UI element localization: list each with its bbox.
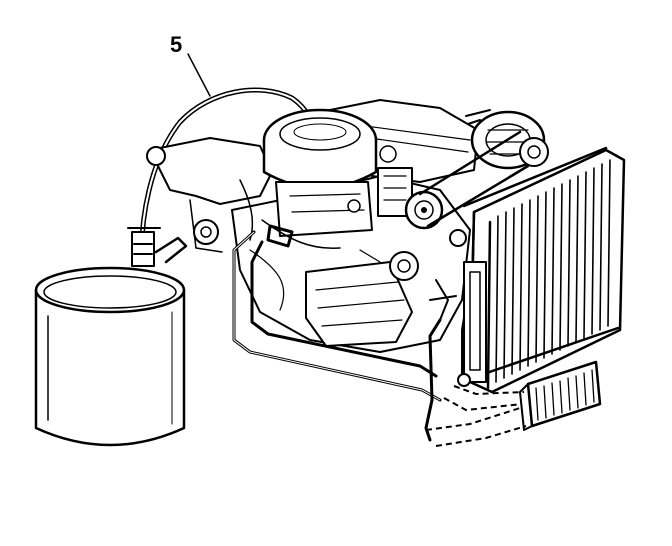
coolant-lines	[232, 230, 471, 442]
radiator	[449, 146, 626, 394]
callout-label-5: 5	[170, 32, 182, 57]
engine-block	[146, 99, 549, 353]
callout-leader-line	[187, 53, 211, 97]
drain-container	[34, 266, 186, 447]
heater-hose-dashed	[425, 385, 527, 447]
heater-core	[519, 360, 602, 431]
